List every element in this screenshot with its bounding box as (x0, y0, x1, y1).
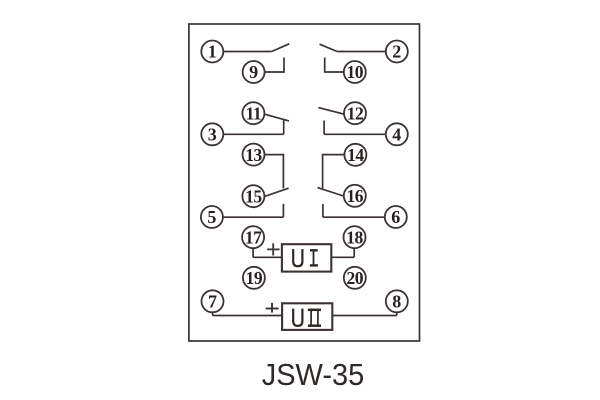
svg-text:5: 5 (207, 207, 216, 227)
svg-text:4: 4 (392, 125, 401, 145)
svg-text:20: 20 (347, 268, 364, 288)
svg-text:9: 9 (249, 62, 258, 82)
svg-text:8: 8 (392, 292, 401, 312)
svg-text:11: 11 (246, 103, 262, 123)
svg-text:10: 10 (347, 62, 364, 82)
svg-text:18: 18 (346, 227, 363, 247)
svg-text:JSW-35: JSW-35 (262, 358, 364, 392)
svg-text:15: 15 (245, 186, 262, 206)
svg-text:19: 19 (246, 268, 263, 288)
svg-text:3: 3 (208, 125, 217, 145)
svg-text:1: 1 (208, 42, 217, 62)
svg-text:13: 13 (245, 145, 262, 165)
svg-text:14: 14 (347, 145, 364, 165)
svg-text:7: 7 (208, 292, 217, 312)
svg-text:16: 16 (347, 186, 364, 206)
svg-text:12: 12 (347, 103, 364, 123)
svg-text:17: 17 (245, 227, 262, 247)
svg-text:2: 2 (392, 42, 401, 62)
svg-text:6: 6 (391, 207, 400, 227)
